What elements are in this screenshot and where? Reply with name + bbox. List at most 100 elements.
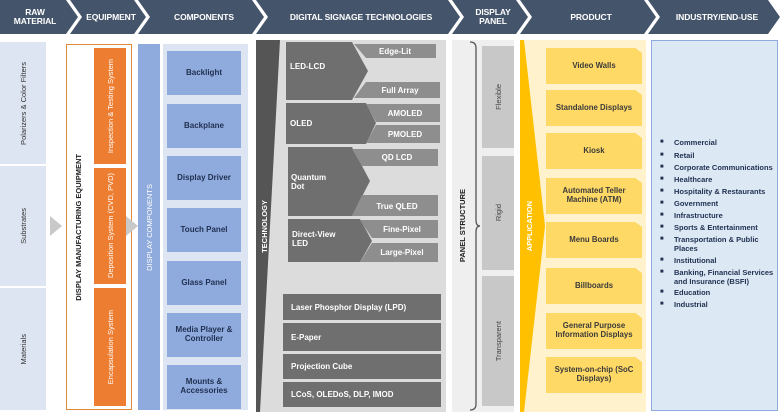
equipment-deposition-system: Deposition System (CVD, PVD) [94, 168, 126, 284]
industry-item: ■Institutional [660, 255, 717, 265]
product-atm: Automated Teller Machine (ATM) [546, 178, 642, 214]
tech-other-lcos: LCoS, OLEDoS, DLP, IMOD [283, 382, 441, 407]
industry-item: ■Banking, Financial Services and Insuran… [660, 267, 774, 286]
equipment-inspection-testing: Inspection & Testing System [94, 48, 126, 164]
product-kiosk: Kiosk [546, 133, 642, 169]
bullet-icon: ■ [660, 175, 664, 182]
industry-panel: ■Commercial ■Retail ■Corporate Communica… [651, 40, 778, 411]
industry-item: ■Education [660, 288, 711, 298]
panel-rigid: Rigid [482, 156, 514, 270]
flow-arrow-icon [126, 216, 138, 236]
tech-sub-large-pixel-shape [360, 243, 438, 262]
tech-group-led-lcd: LED-LCD [290, 62, 326, 71]
bullet-icon: ■ [660, 151, 664, 158]
tech-sub-true-qled: True QLED [376, 201, 418, 211]
product-video-walls: Video Walls [546, 48, 642, 84]
bullet-icon: ■ [660, 199, 664, 206]
bullet-icon: ■ [660, 236, 664, 243]
header-chevron-equipment [70, 0, 146, 34]
tech-group-quantum-dot-shape [288, 147, 370, 216]
raw-material-polarizers: Polarizers & Color Filters [0, 42, 46, 164]
bullet-icon: ■ [660, 187, 664, 194]
tech-sub-large-pixel: Large-Pixel [380, 248, 424, 257]
value-chain-header [0, 0, 780, 34]
industry-item: ■Infrastructure [660, 211, 723, 221]
header-industry: INDUSTRY/END-USE [675, 11, 759, 22]
brace-icon [469, 41, 481, 411]
header-display-panel: DISPLAY PANEL [475, 7, 511, 26]
tech-other-lpd: Laser Phosphor Display (LPD) [283, 294, 441, 320]
bullet-icon: ■ [660, 224, 664, 231]
bullet-icon: ■ [660, 256, 664, 263]
tech-group-led-lcd-shape [286, 42, 368, 100]
components-title: DISPLAY COMPONENTS [138, 44, 160, 410]
tech-other-projection-cube: Projection Cube [283, 354, 441, 379]
industry-item: ■Industrial [660, 300, 708, 310]
industry-item: ■Transportation & Public Places [660, 235, 759, 254]
header-product: PRODUCT [570, 11, 612, 22]
header-equipment: EQUIPMENT [86, 11, 136, 22]
tech-sub-qd-lcd-shape [352, 149, 438, 166]
bullet-icon: ■ [660, 212, 664, 219]
tech-sub-qd-lcd: QD LCD [381, 153, 413, 162]
technology-wedge [256, 40, 280, 412]
tech-sub-true-qled-shape [352, 195, 438, 216]
industry-item: ■Commercial [660, 138, 717, 148]
panel-transparent: Transparent [482, 276, 514, 406]
header-chevron-product [520, 0, 656, 34]
component-glass-panel: Glass Panel [167, 261, 241, 305]
tech-group-oled-shape [286, 103, 376, 144]
header-chevron-industry [648, 0, 780, 34]
equipment-encapsulation-system: Encapsulation System [94, 288, 126, 406]
tech-sub-amoled: AMOLED [387, 108, 423, 118]
tech-sub-edge-lit: Edge-Lit [379, 46, 411, 56]
raw-material-substrates: Substrates [0, 166, 46, 286]
header-raw-material: RAW MATERIAL [13, 7, 57, 26]
header-chevron-components [138, 0, 264, 34]
industry-item: ■Sports & Entertainment [660, 223, 758, 233]
tech-sub-pmoled: PMOLED [387, 129, 423, 139]
application-wedge [520, 40, 545, 412]
component-backlight: Backlight [167, 51, 241, 95]
industry-list: ■Commercial ■Retail ■Corporate Communica… [660, 138, 777, 312]
header-chevron-raw-material [0, 0, 78, 34]
industry-item: ■Healthcare [660, 174, 713, 184]
bullet-icon: ■ [660, 139, 664, 146]
bullet-icon: ■ [660, 268, 664, 275]
technology-groups-shapes [286, 42, 440, 262]
industry-item: ■Hospitality & Restaurants [660, 186, 766, 196]
technology-title: TECHNOLOGY [259, 199, 269, 253]
component-mounts: Mounts & Accessories [167, 365, 241, 409]
component-backplane: Backplane [167, 104, 241, 148]
product-general-purpose: General Purpose Information Displays [546, 313, 642, 349]
header-components: COMPONENTS [174, 11, 234, 22]
component-touch-panel: Touch Panel [167, 208, 241, 252]
flow-arrow-icon [50, 216, 62, 236]
tech-sub-edge-lit-shape [354, 44, 436, 58]
panel-flexible: Flexible [482, 46, 514, 148]
raw-material-materials: Materials [0, 288, 46, 410]
header-chevron-technologies [256, 0, 460, 34]
tech-sub-amoled-shape [366, 104, 440, 122]
tech-group-oled: OLED [290, 119, 313, 128]
tech-sub-fine-pixel: Fine-Pixel [383, 225, 421, 234]
application-title: APPLICATION [524, 200, 534, 252]
bullet-icon: ■ [660, 163, 664, 170]
industry-item: ■Retail [660, 150, 695, 160]
tech-other-e-paper: E-Paper [283, 323, 441, 351]
product-soc-displays: System-on-chip (SoC Displays) [546, 357, 642, 393]
bullet-icon: ■ [660, 301, 664, 308]
industry-item: ■Corporate Communications [660, 162, 773, 172]
tech-sub-full-array: Full Array [381, 85, 419, 95]
bullet-icon: ■ [660, 289, 664, 296]
tech-sub-full-array-shape [354, 82, 440, 98]
equipment-title: DISPLAY MANUFACTURING EQUIPMENT [73, 153, 83, 301]
component-display-driver: Display Driver [167, 156, 241, 200]
product-billboards: Billboards [546, 268, 642, 304]
product-menu-boards: Menu Boards [546, 222, 642, 258]
product-standalone-displays: Standalone Displays [546, 90, 642, 126]
tech-group-direct-view-led: Direct-View LED [292, 230, 336, 249]
component-media-player: Media Player & Controller [167, 313, 241, 357]
industry-item: ■Government [660, 198, 719, 208]
tech-sub-pmoled-shape [366, 125, 440, 143]
